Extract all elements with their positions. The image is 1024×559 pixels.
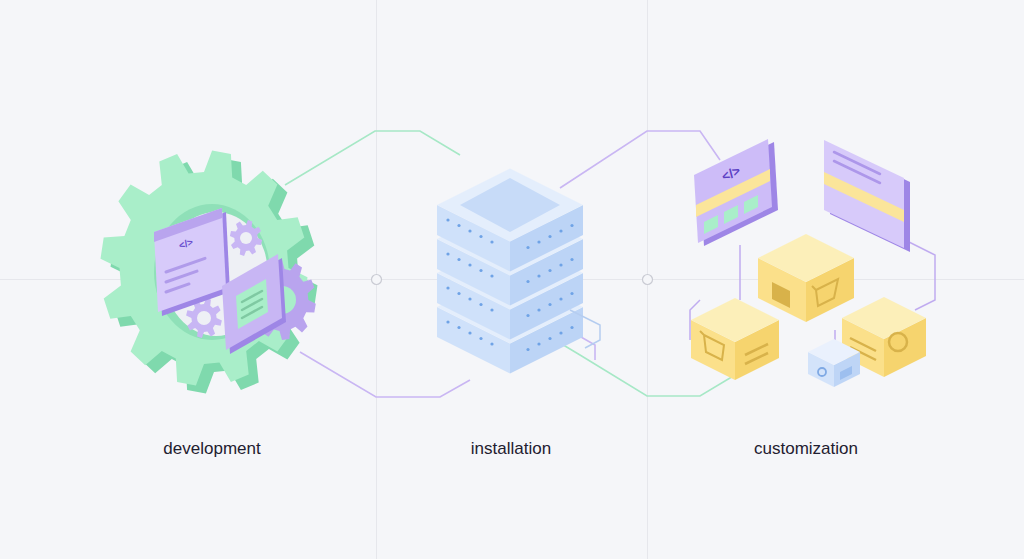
small-cube: [808, 339, 860, 387]
code-window: [694, 139, 772, 243]
stage-label: development: [163, 439, 260, 459]
cart-cube: [758, 234, 854, 322]
cart-cube: [691, 298, 779, 380]
code-panel: [154, 208, 226, 312]
card-icon: [772, 282, 790, 308]
server-cable: [570, 310, 600, 348]
cart-icon: [812, 279, 838, 306]
g-icon: [889, 333, 907, 351]
cube-top-face: [758, 234, 854, 282]
flow-lines: [285, 131, 740, 397]
server-illustration: [437, 169, 600, 374]
stage-label: installation: [471, 439, 551, 459]
stage-label: customization: [754, 439, 858, 459]
cart-icon: [700, 331, 724, 360]
cube-top-face: [437, 169, 583, 242]
small-cube-tab: [840, 366, 852, 380]
code-window-tile: [744, 195, 758, 214]
server-top-panel: [460, 178, 560, 232]
text-window-lines: [834, 152, 880, 183]
small-gear-hole: [197, 311, 211, 325]
text-window: [824, 140, 904, 248]
g-icon: [818, 368, 826, 376]
server-slab: [437, 169, 583, 272]
code-panel-lines: [166, 258, 205, 292]
small-gear: [230, 220, 262, 256]
gear-face: [101, 150, 308, 385]
note-lines: [242, 291, 262, 318]
cube-lines: [745, 344, 768, 364]
note-panel-sheet: [236, 279, 268, 329]
text-window-stripe: [824, 172, 904, 222]
cube-top-face: [842, 297, 926, 339]
blocks-illustration: [690, 139, 935, 387]
code-window-tile: [704, 215, 718, 234]
note-panel: [222, 254, 282, 350]
cube-top-face: [808, 339, 860, 365]
small-gear-hole: [240, 232, 252, 244]
gear-illustration: [101, 150, 318, 393]
code-window-tile: [724, 205, 738, 224]
